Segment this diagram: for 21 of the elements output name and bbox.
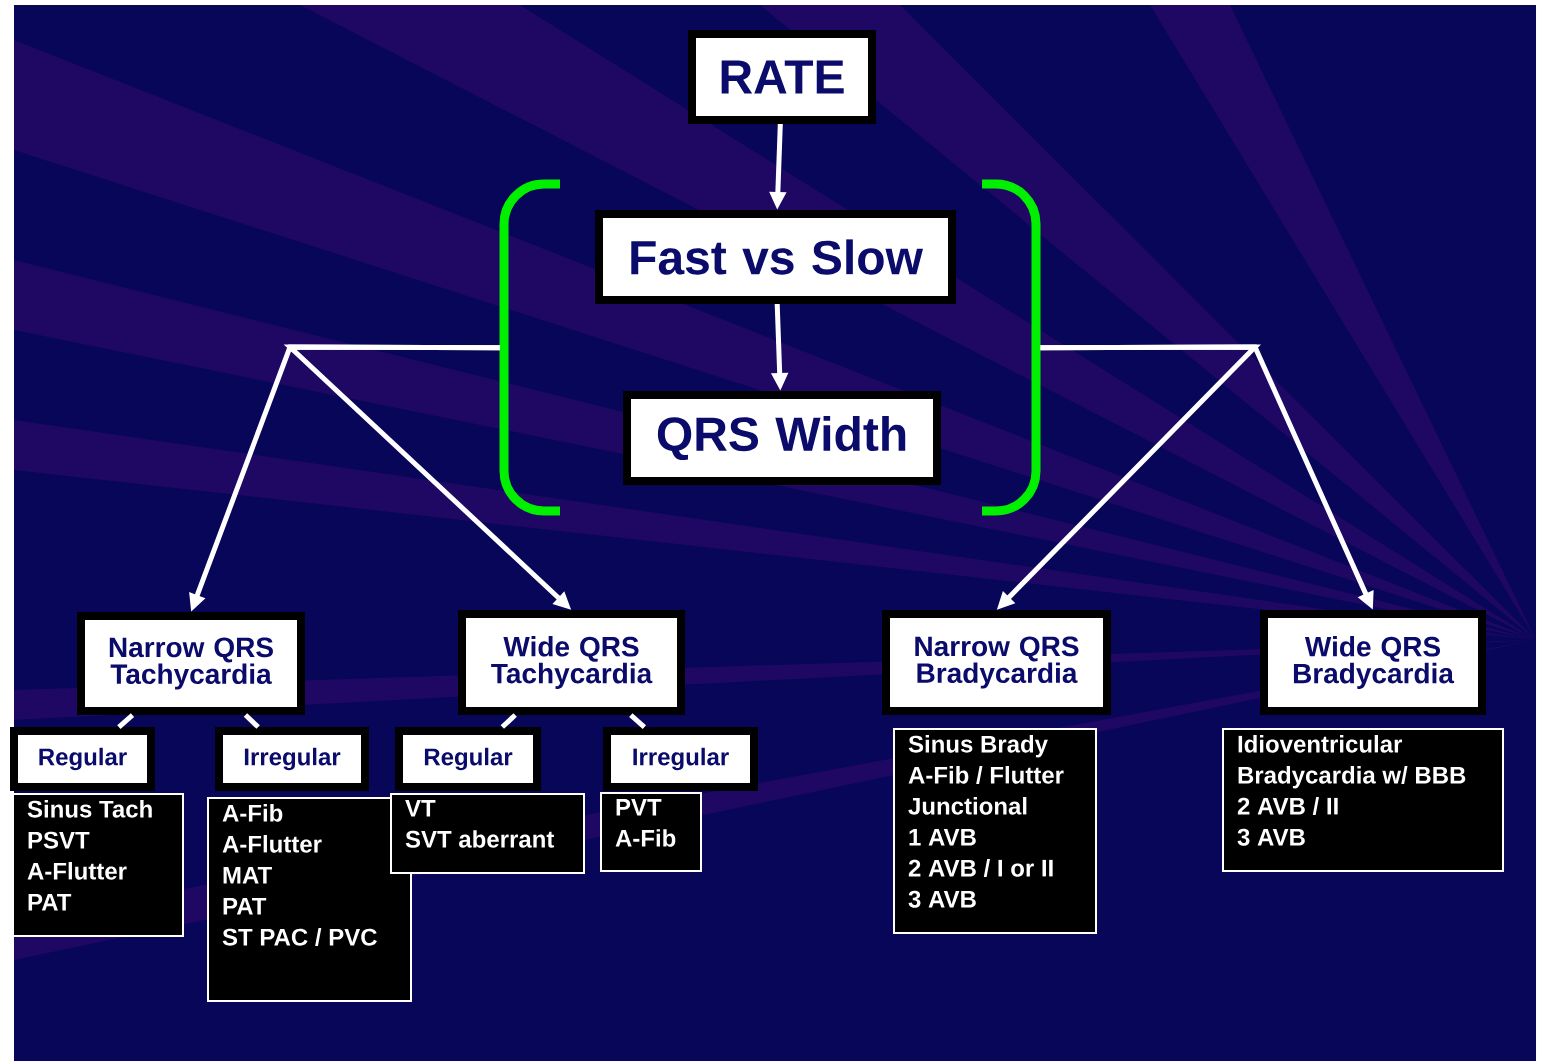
label-box: Wide QRS Tachycardia <box>458 610 685 715</box>
label-box: Wide QRS Bradycardia <box>1260 610 1486 715</box>
label-box: RATE <box>688 30 876 124</box>
bracket <box>499 179 1041 516</box>
label-box: Narrow QRS Tachycardia <box>77 612 305 715</box>
connector-line <box>243 713 260 729</box>
label-box: Fast vs Slow <box>595 210 956 304</box>
list-box: PVT A-Fib <box>600 792 702 872</box>
label-box: Narrow QRS Bradycardia <box>882 610 1111 715</box>
list-box: VT SVT aberrant <box>390 793 585 874</box>
connector-line <box>117 713 135 729</box>
label-box: Regular <box>395 727 541 791</box>
connector-line <box>629 713 647 729</box>
label-box: Irregular <box>215 727 369 791</box>
connector-line <box>500 713 517 729</box>
label-box: QRS Width <box>623 391 941 485</box>
list-box: Sinus Brady A-Fib / Flutter Junctional 1 AVB 2 AVB / I or II 3 AVB <box>893 728 1097 934</box>
label-box: Irregular <box>603 727 758 791</box>
label-box: Regular <box>10 727 155 791</box>
list-box: Idioventricular Bradycardia w/ BBB 2 AVB / II 3 AVB <box>1222 728 1504 872</box>
list-box: Sinus Tach PSVT A-Flutter PAT <box>12 793 184 937</box>
